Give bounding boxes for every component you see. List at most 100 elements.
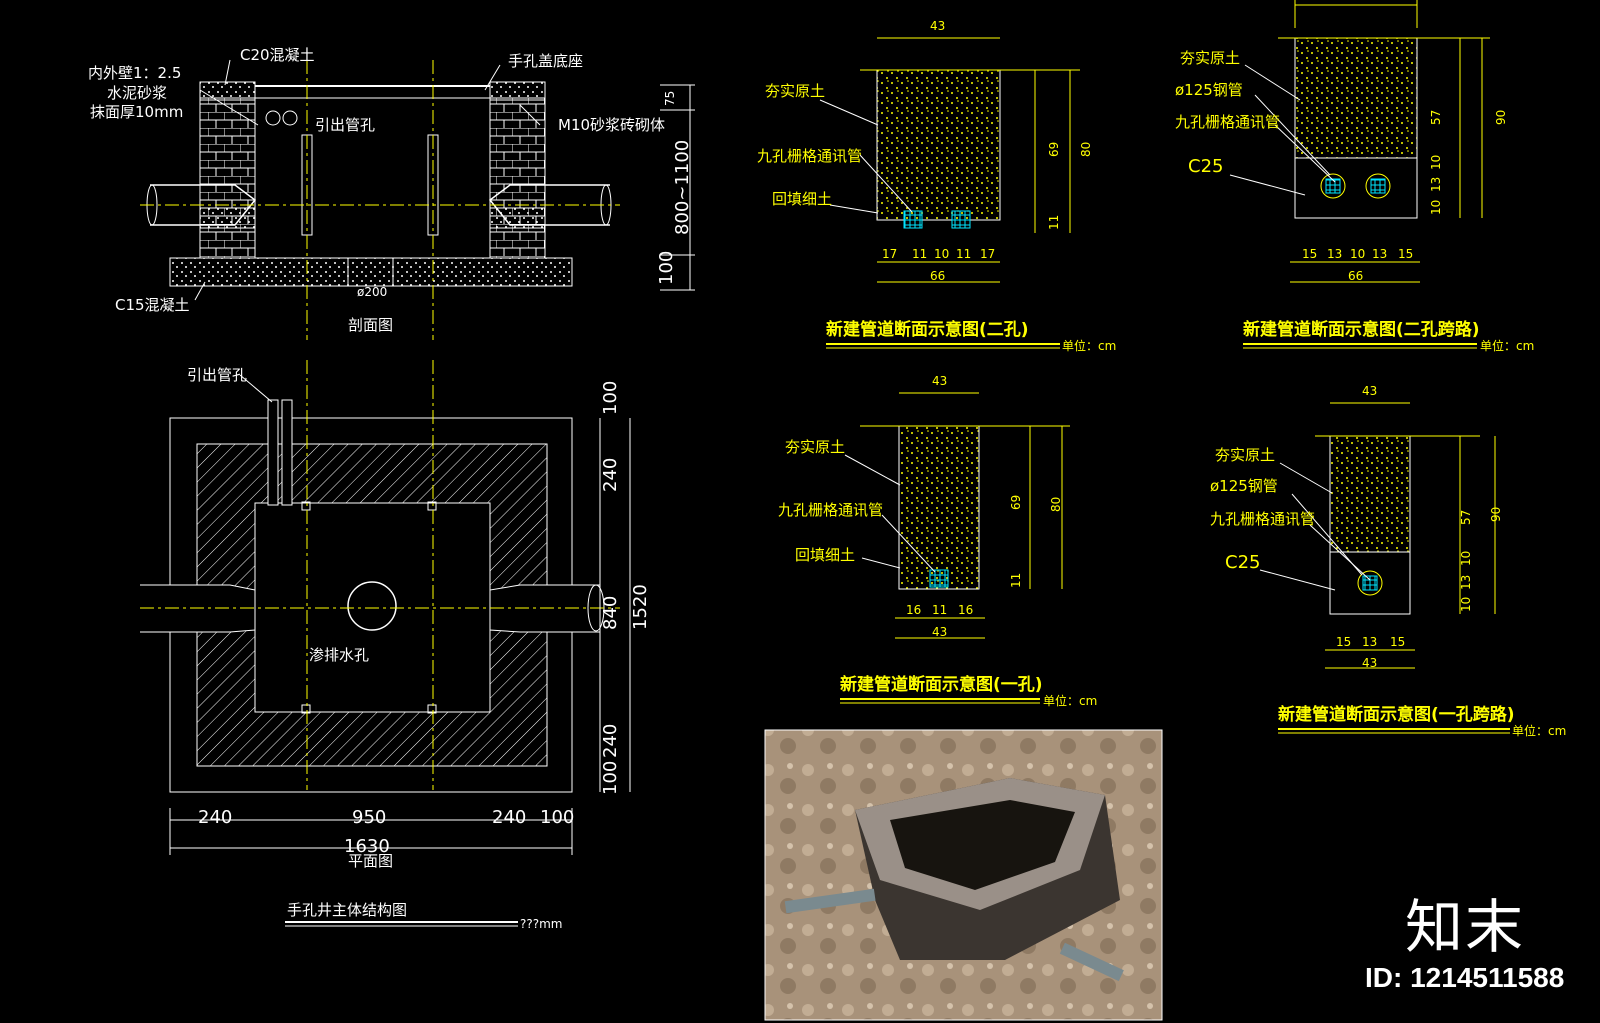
steel-pipe <box>1365 173 1391 199</box>
dim-b3: 16 <box>958 603 973 617</box>
dim-r840: 840 <box>600 596 621 630</box>
dim-total: 43 <box>932 625 947 639</box>
dim-b950: 950 <box>352 807 386 828</box>
leader-line <box>844 454 901 486</box>
right-brick-wall <box>489 97 546 259</box>
trench <box>1329 435 1411 553</box>
caption-section: 剖面图 <box>348 316 393 334</box>
plan-view: 引出管孔 渗排水孔 平面图 100 240 840 1520 240 100 2… <box>140 360 651 870</box>
dim-r100b: 100 <box>600 761 621 795</box>
dim-b240a: 240 <box>198 807 232 828</box>
dim-h3: 10 <box>1459 551 1473 566</box>
watermark-id: ID: 1214511588 <box>1365 962 1565 993</box>
section-title: 新建管道断面示意图(二孔) <box>826 319 1029 340</box>
dim-h1: 69 <box>1047 142 1061 157</box>
dim-h2: 80 <box>1079 142 1093 157</box>
label-c20: C20混凝土 <box>240 46 315 64</box>
caption-plan: 平面图 <box>348 852 393 870</box>
dim-h5: 10 <box>1429 200 1443 215</box>
pipe-section-one-hole: 43 69 80 11 16 11 16 43 夯实原土 九孔栅格通讯管 回填细… <box>778 374 1097 708</box>
c15-base <box>169 257 573 287</box>
leader-line <box>199 89 259 126</box>
dim-h1: 57 <box>1459 510 1473 525</box>
pipe-bottom <box>1059 942 1124 982</box>
dim-h3: 11 <box>1047 215 1061 230</box>
drain-pipe <box>347 257 394 287</box>
label-mortar: 水泥砂浆 <box>107 84 167 102</box>
dim-total: 43 <box>1362 656 1377 670</box>
dim-b5: 17 <box>980 247 995 261</box>
bracket-mark <box>427 501 437 511</box>
steel-pipe <box>1357 570 1383 596</box>
dim-h4: 13 <box>1459 575 1473 590</box>
leader-line <box>1229 174 1306 196</box>
label-wall-ratio: 内外壁1：2.5 <box>88 64 181 82</box>
pipe-section-one-hole-road: 43 57 90 10 13 10 15 13 15 43 夯实原土 ø125钢… <box>1210 384 1566 738</box>
label-outlet-hole: 引出管孔 <box>315 116 375 134</box>
c25-encasement <box>1294 157 1418 219</box>
leader-line <box>1279 462 1333 494</box>
grid-duct <box>951 210 971 229</box>
grid-duct <box>1370 178 1386 194</box>
leader-line <box>829 204 879 214</box>
dim-b1: 15 <box>1336 635 1351 649</box>
dim-top: 43 <box>932 374 947 388</box>
section-unit: 单位：cm <box>1062 338 1116 353</box>
pipe-section-two-hole-road: 57 90 10 13 10 15 13 10 13 15 66 夯实原土 ø1… <box>1175 0 1534 353</box>
trench <box>876 69 1001 221</box>
leader-line <box>224 59 231 86</box>
dim-100: 100 <box>656 251 677 285</box>
outlet-pipe <box>281 399 293 506</box>
leader-line <box>484 64 501 91</box>
leader-line <box>1274 124 1336 183</box>
dim-b5: 15 <box>1398 247 1413 261</box>
dim-b3: 15 <box>1390 635 1405 649</box>
dim-top: 43 <box>1362 384 1377 398</box>
leader-line <box>519 104 541 126</box>
dim-h4: 13 <box>1429 177 1443 192</box>
label-compacted-soil: 夯实原土 <box>765 82 825 100</box>
label-c25: C25 <box>1225 552 1260 573</box>
dim-b1: 15 <box>1302 247 1317 261</box>
dim-r240b: 240 <box>600 724 621 758</box>
label-backfill: 回填细土 <box>772 190 832 208</box>
right-pipe-encase <box>489 207 546 229</box>
dim-b3: 10 <box>934 247 949 261</box>
dim-b1: 17 <box>882 247 897 261</box>
dim-r240a: 240 <box>600 458 621 492</box>
dim-b2: 11 <box>912 247 927 261</box>
leader-line <box>861 557 901 569</box>
section-view: C20混凝土 内外壁1：2.5 水泥砂浆 抹面厚10mm 手孔盖底座 引出管孔 … <box>88 46 695 340</box>
label-backfill: 回填细土 <box>795 546 855 564</box>
leader-line <box>859 154 913 213</box>
leader-line <box>881 514 936 573</box>
dim-r1520: 1520 <box>630 584 651 630</box>
dim-top: 43 <box>930 19 945 33</box>
label-compacted-soil: 夯实原土 <box>1215 446 1275 464</box>
label-masonry: M10砂浆砖砌体 <box>558 116 665 134</box>
label-steel-pipe: ø125钢管 <box>1210 477 1278 495</box>
label-c15: C15混凝土 <box>115 296 190 314</box>
left-brick-wall <box>199 97 256 259</box>
grid-duct <box>1362 575 1378 591</box>
dim-h2: 90 <box>1494 110 1508 125</box>
label-grid-duct: 九孔栅格通讯管 <box>1210 510 1315 528</box>
label-c25: C25 <box>1188 156 1223 177</box>
leader-line <box>239 374 273 403</box>
dim-b240b: 240 <box>492 807 526 828</box>
dim-h1: 57 <box>1429 110 1443 125</box>
dim-b4: 13 <box>1372 247 1387 261</box>
site-photo <box>764 729 1163 1021</box>
c20-cap-right <box>489 81 546 101</box>
outlet-pipe <box>267 399 279 506</box>
dim-h1: 69 <box>1009 495 1023 510</box>
label-cover-seat: 手孔盖底座 <box>508 52 583 70</box>
leader-line <box>1309 524 1371 581</box>
section-title: 新建管道断面示意图(一孔跨路) <box>1278 704 1515 725</box>
section-unit: 单位：cm <box>1512 723 1566 738</box>
dim-b2: 13 <box>1362 635 1377 649</box>
dim-total: 66 <box>1348 269 1363 283</box>
left-pipe-encase <box>199 207 256 229</box>
dim-800-1100: 800~1100 <box>672 140 693 235</box>
leader-line <box>1254 94 1331 176</box>
